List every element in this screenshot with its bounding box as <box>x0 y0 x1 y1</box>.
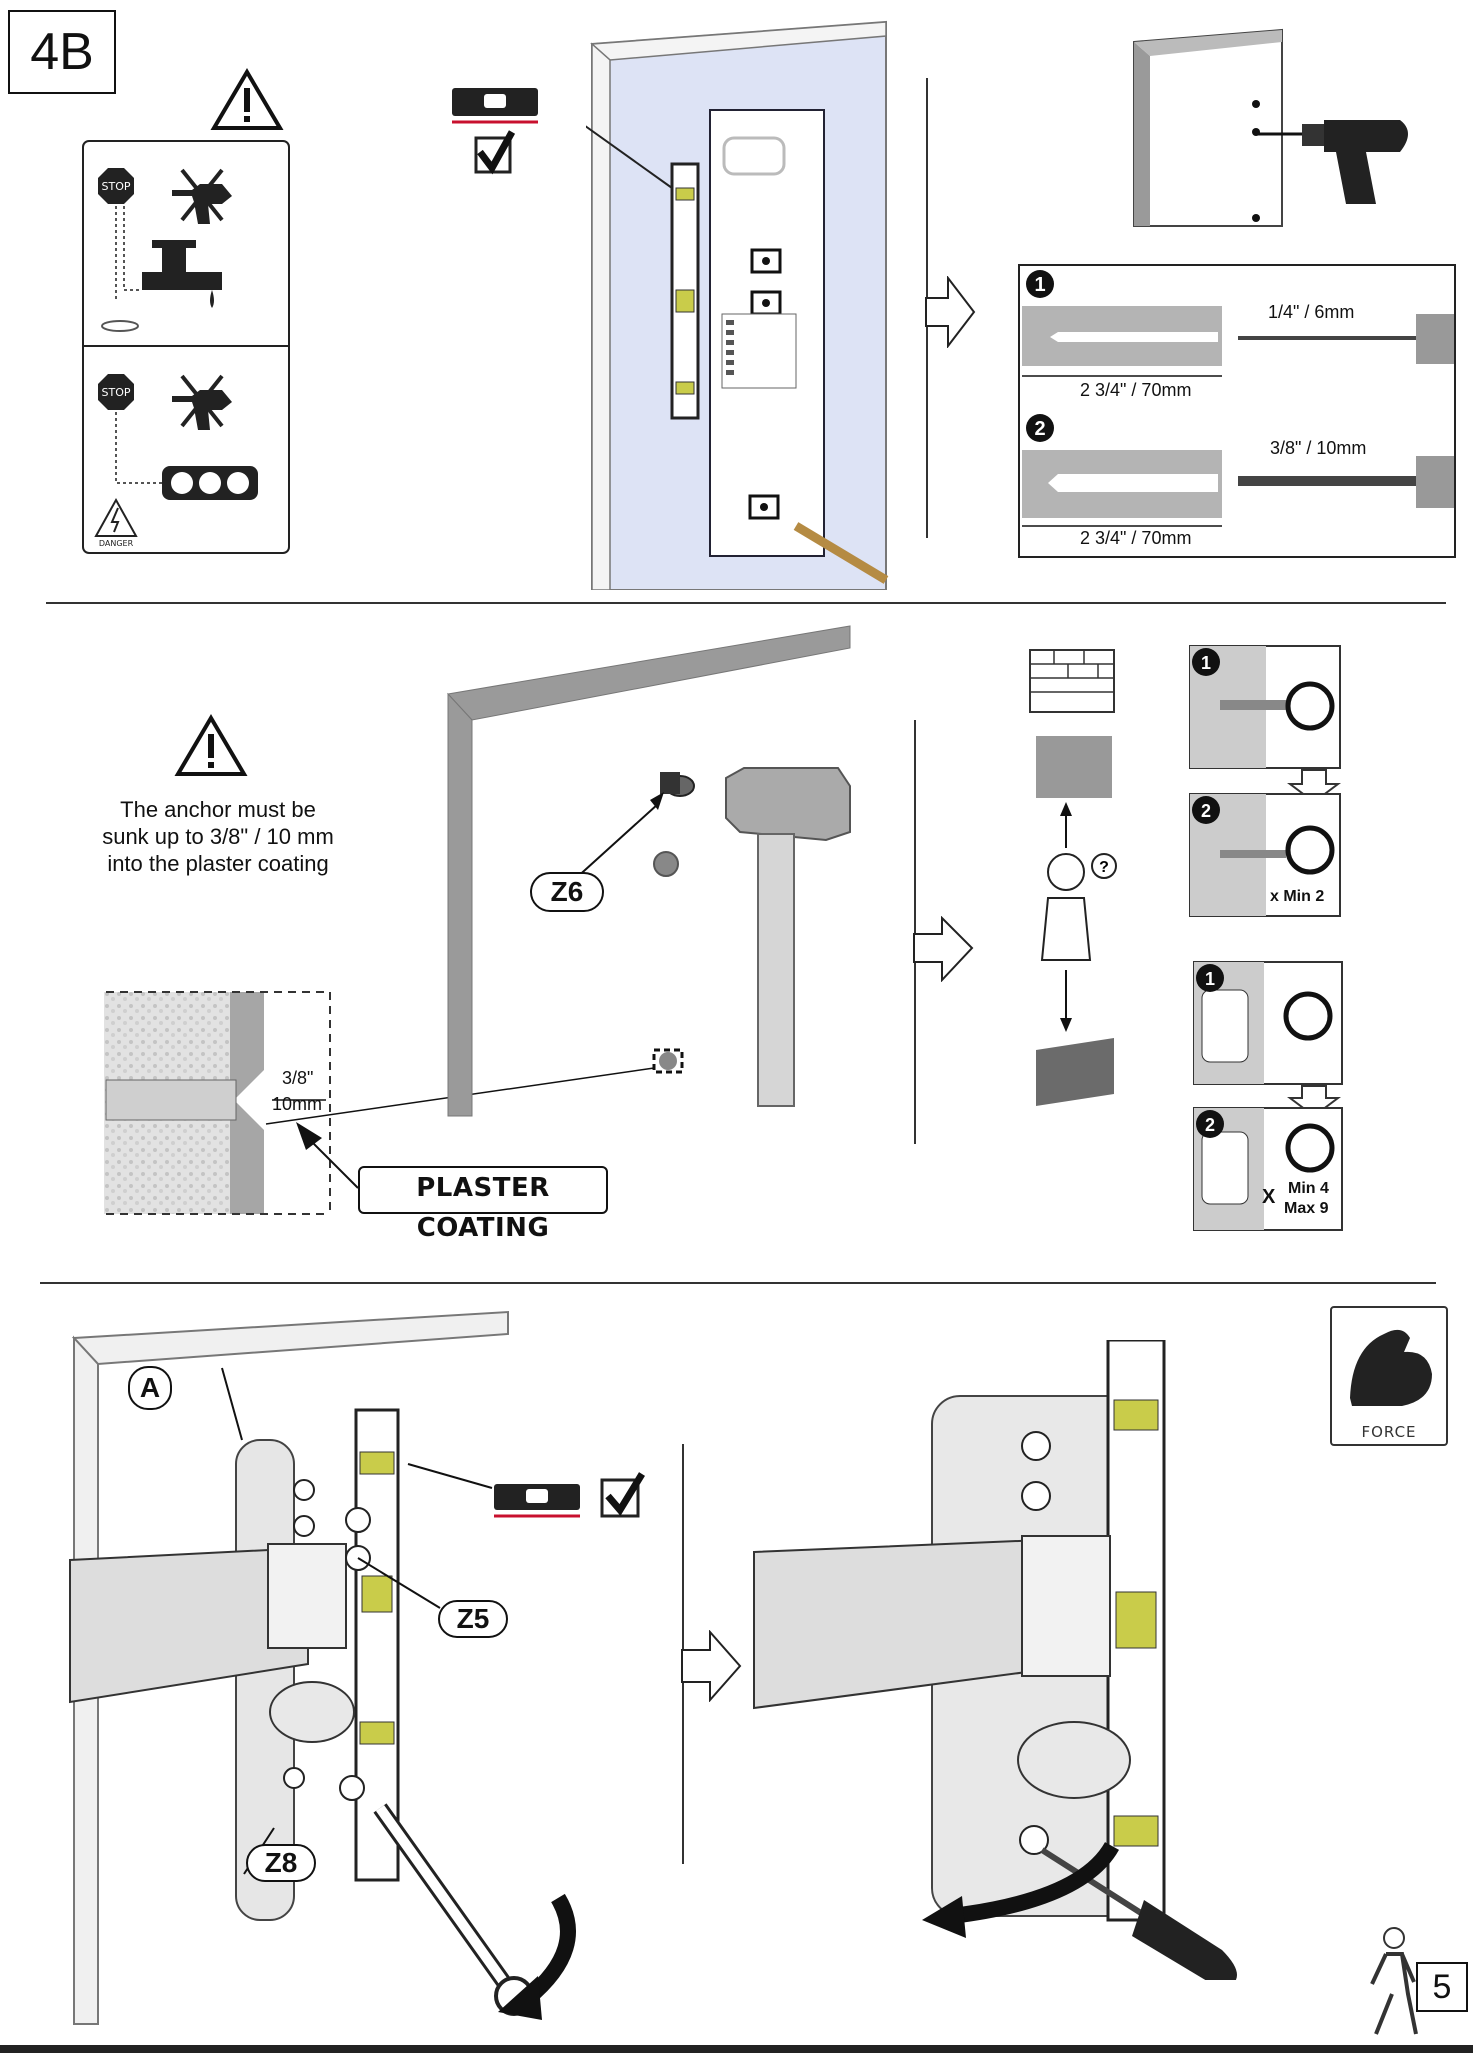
step-label: 4B <box>8 10 116 94</box>
water-pipe-icon <box>142 240 222 308</box>
svg-text:2: 2 <box>1205 1115 1215 1135</box>
drill-depth-2: 2 3/4" / 70mm <box>1080 528 1192 548</box>
rotations-max-9: Max 9 <box>1284 1200 1329 1217</box>
drill-depth-1: 2 3/4" / 70mm <box>1080 380 1192 400</box>
stop-sign-icon: STOP <box>98 168 134 204</box>
part-z8-label: Z8 <box>246 1844 316 1882</box>
tighten-screw-illustration <box>753 1340 1237 1980</box>
spirit-level-check <box>494 1484 580 1518</box>
check-icon <box>600 1472 645 1518</box>
wall-material-selector: ? <box>1029 649 1117 1106</box>
anchor-z6 <box>660 772 695 797</box>
part-z5-label: Z5 <box>438 1600 508 1638</box>
page-bottom-rule <box>0 2045 1473 2053</box>
part-a-label: A <box>128 1366 172 1410</box>
svg-text:2: 2 <box>1034 418 1045 440</box>
svg-text:1: 1 <box>1034 274 1045 296</box>
part-z6-label: Z6 <box>530 872 604 912</box>
drill-size-chart: 1 2 <box>1018 264 1456 558</box>
muscle-arm-icon <box>1350 1329 1432 1406</box>
rotations-min-4: Min 4 <box>1288 1180 1329 1197</box>
safety-warning-panel: STOP STOP DANGER <box>82 140 290 554</box>
rotations-min-2: x Min 2 <box>1270 888 1325 905</box>
depth-bottom: 10mm <box>272 1094 323 1114</box>
svg-text:STOP: STOP <box>102 180 131 193</box>
anchor-hammer-illustration <box>447 625 851 1117</box>
wrench-icon <box>373 1803 534 2016</box>
walking-person-icon <box>1370 1927 1418 2035</box>
electric-hazard-icon <box>94 497 138 537</box>
plaster-cross-section <box>104 991 331 1215</box>
wall-template-illustration <box>586 20 889 590</box>
drill-icon <box>1256 120 1408 204</box>
section-divider-2 <box>40 1282 1436 1284</box>
warning-icon <box>174 714 248 776</box>
step-number-1-icon <box>1026 270 1054 298</box>
section-divider-1 <box>46 602 1446 604</box>
page-number: 5 <box>1416 1962 1468 2012</box>
drill-size-2: 3/8" / 10mm <box>1270 438 1367 458</box>
anchor-step-boxes: 1 2 1 2 <box>1189 645 1343 1231</box>
force-badge: FORCE <box>1330 1306 1448 1446</box>
warning-icon <box>210 68 284 130</box>
hollow-block-icon <box>1036 1038 1114 1106</box>
anchor-note: The anchor must be sunk up to 3/8" / 10 … <box>102 797 334 876</box>
svg-text:2: 2 <box>1201 801 1211 821</box>
brick-wall-icon <box>1029 649 1115 713</box>
svg-text:DANGER: DANGER <box>99 539 134 548</box>
next-step-arrow <box>925 276 976 348</box>
drill-size-1: 1/4" / 6mm <box>1268 302 1355 322</box>
svg-text:?: ? <box>1099 859 1109 876</box>
power-outlet-icon <box>162 466 258 500</box>
next-step-arrow <box>913 916 974 982</box>
svg-text:STOP: STOP <box>102 386 131 399</box>
drilling-illustration <box>1133 28 1408 227</box>
person-thinking-icon: ? <box>1040 853 1117 961</box>
hammer-icon <box>725 767 851 1107</box>
depth-top: 3/8" <box>282 1068 314 1088</box>
next-step-arrow <box>681 1630 742 1702</box>
solid-block-icon <box>1036 736 1112 798</box>
crossed-drill-icon <box>172 168 232 224</box>
screwdriver-icon <box>1040 1847 1237 1980</box>
wall-plate-mount-illustration <box>69 1310 576 2025</box>
svg-text:1: 1 <box>1201 653 1211 673</box>
rotations-x: X <box>1262 1186 1276 1208</box>
plaster-coating-label: PLASTER COATING <box>358 1166 608 1243</box>
step-number-2-icon <box>1026 414 1054 442</box>
spirit-level-check <box>452 88 538 175</box>
svg-text:1: 1 <box>1205 969 1215 989</box>
